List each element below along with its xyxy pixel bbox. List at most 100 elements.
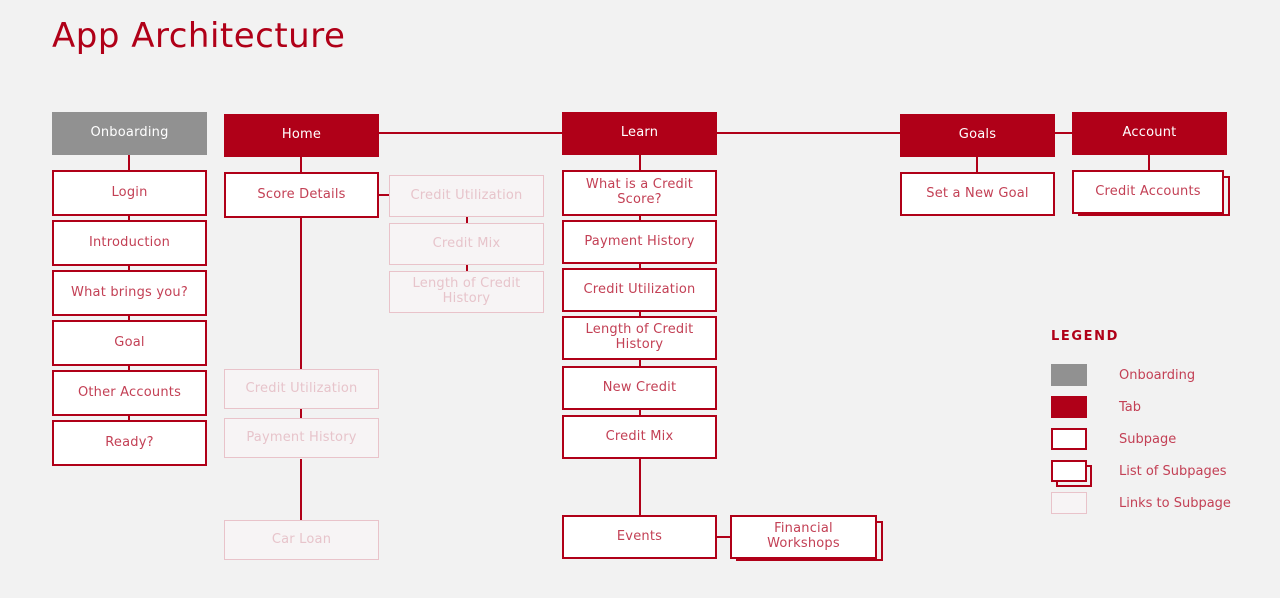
node-label: Financial Workshops	[767, 521, 840, 551]
connector-events-financialworkshops	[717, 536, 730, 538]
page-title: App Architecture	[52, 16, 346, 56]
node-label: Ready?	[105, 434, 154, 450]
legend-swatch-wrap	[1051, 460, 1103, 487]
node-label: Home	[281, 127, 322, 143]
legend-swatch-list-of-subpages-icon	[1051, 460, 1087, 482]
node-login[interactable]: Login	[52, 170, 207, 216]
node-label: Events	[616, 528, 663, 544]
connector-learn-1-2	[639, 216, 641, 223]
connector-creditmix-events	[639, 459, 641, 515]
legend-label: List of Subpages	[1119, 463, 1227, 479]
node-link-credit-utilization[interactable]: Credit Utilization	[389, 175, 544, 217]
legend-swatch-subpage-icon	[1051, 428, 1087, 450]
node-events[interactable]: Events	[562, 515, 717, 559]
node-label: Other Accounts	[77, 384, 182, 400]
connector-homeph-carloan	[300, 459, 302, 520]
node-link-length-of-credit-history[interactable]: Length of Credit History	[389, 271, 544, 313]
legend-item-tab: Tab	[1051, 391, 1261, 423]
node-learn-credit-mix[interactable]: Credit Mix	[562, 415, 717, 459]
connector-home-to-learn	[379, 132, 563, 134]
node-learn-tab[interactable]: Learn	[562, 112, 717, 155]
node-label: Payment History	[584, 233, 695, 249]
node-what-is-a-credit-score[interactable]: What is a Credit Score?	[562, 170, 717, 216]
node-label: Introduction	[88, 234, 171, 250]
legend-label: Tab	[1119, 399, 1142, 415]
node-label: New Credit	[602, 379, 677, 395]
node-onboarding-header[interactable]: Onboarding	[52, 112, 207, 155]
node-label: Credit Utilization	[583, 281, 696, 297]
connector-goals-setanewgoal	[976, 157, 978, 172]
node-label: Credit Mix	[432, 235, 501, 251]
legend-title: LEGEND	[1051, 329, 1119, 344]
node-label: Car Loan	[271, 531, 332, 547]
connector-learn-4-5	[639, 360, 641, 367]
node-learn-length-of-credit-history[interactable]: Length of Credit History	[562, 316, 717, 360]
node-label: Set a New Goal	[926, 185, 1029, 201]
node-label: Length of Credit History	[412, 276, 521, 306]
node-link-credit-mix[interactable]: Credit Mix	[389, 223, 544, 265]
node-set-a-new-goal[interactable]: Set a New Goal	[900, 172, 1055, 216]
connector-learn-5-6	[639, 410, 641, 417]
legend-label: Links to Subpage	[1119, 495, 1231, 511]
connector-goals-to-account	[1053, 132, 1073, 134]
node-car-loan[interactable]: Car Loan	[224, 520, 379, 560]
legend-swatch-wrap	[1051, 364, 1103, 386]
node-label: What brings you?	[71, 284, 188, 300]
node-label: Payment History	[246, 429, 357, 445]
connector-onboarding-vertical	[128, 155, 130, 170]
node-financial-workshops[interactable]: Financial Workshops	[730, 515, 877, 559]
connector-whatbrings-goal	[128, 316, 130, 323]
node-goal[interactable]: Goal	[52, 320, 207, 366]
node-label: Onboarding	[90, 125, 169, 141]
node-score-details[interactable]: Score Details	[224, 172, 379, 218]
connector-introduction-whatbrings	[128, 266, 130, 273]
node-account-tab[interactable]: Account	[1072, 112, 1227, 155]
legend-swatch-wrap	[1051, 492, 1103, 514]
connector-homecu-homeph	[300, 409, 302, 418]
connector-links-group-cm-loch	[466, 265, 468, 272]
legend-label: Subpage	[1119, 431, 1177, 447]
node-label: Credit Accounts	[1095, 183, 1201, 199]
node-learn-payment-history[interactable]: Payment History	[562, 220, 717, 264]
node-label: Account	[1122, 125, 1177, 141]
legend-item-subpage: Subpage	[1051, 423, 1261, 455]
legend-item-list-of-subpages: List of Subpages	[1051, 455, 1261, 487]
node-label: Goal	[114, 334, 145, 350]
connector-scoredetails-to-links	[379, 194, 391, 196]
node-introduction[interactable]: Introduction	[52, 220, 207, 266]
node-label: Credit Utilization	[410, 187, 523, 203]
node-credit-accounts[interactable]: Credit Accounts	[1072, 170, 1224, 214]
node-ready[interactable]: Ready?	[52, 420, 207, 466]
node-label: Credit Mix	[605, 428, 674, 444]
connector-learn-3-4	[639, 312, 641, 319]
node-label: Score Details	[257, 186, 346, 202]
node-label: Learn	[620, 125, 659, 141]
connector-otheraccounts-ready	[128, 416, 130, 423]
connector-learn-whatisacreditscore	[639, 155, 641, 170]
connector-account-creditaccounts	[1148, 155, 1150, 170]
node-new-credit[interactable]: New Credit	[562, 366, 717, 410]
legend: LEGEND Onboarding Tab Subpage List o	[1051, 329, 1261, 519]
node-goals-tab[interactable]: Goals	[900, 114, 1055, 157]
connector-learn-2-3	[639, 264, 641, 271]
legend-swatch-wrap	[1051, 396, 1103, 418]
connector-learn-to-goals	[717, 132, 901, 134]
legend-item-onboarding: Onboarding	[1051, 359, 1261, 391]
node-label: What is a Credit Score?	[585, 177, 694, 207]
legend-item-links-to-subpage: Links to Subpage	[1051, 487, 1261, 519]
legend-swatch-tab-icon	[1051, 396, 1087, 418]
node-label: Login	[111, 184, 148, 200]
legend-swatch-links-to-subpage-icon	[1051, 492, 1087, 514]
legend-swatch-onboarding-icon	[1051, 364, 1087, 386]
node-other-accounts[interactable]: Other Accounts	[52, 370, 207, 416]
node-home-tab[interactable]: Home	[224, 114, 379, 157]
node-home-payment-history[interactable]: Payment History	[224, 418, 379, 458]
connector-home-scoredetails	[300, 157, 302, 172]
connector-login-introduction	[128, 216, 130, 223]
node-what-brings-you[interactable]: What brings you?	[52, 270, 207, 316]
node-label: Length of Credit History	[585, 322, 694, 352]
node-learn-credit-utilization[interactable]: Credit Utilization	[562, 268, 717, 312]
node-home-credit-utilization[interactable]: Credit Utilization	[224, 369, 379, 409]
connector-goal-otheraccounts	[128, 366, 130, 373]
